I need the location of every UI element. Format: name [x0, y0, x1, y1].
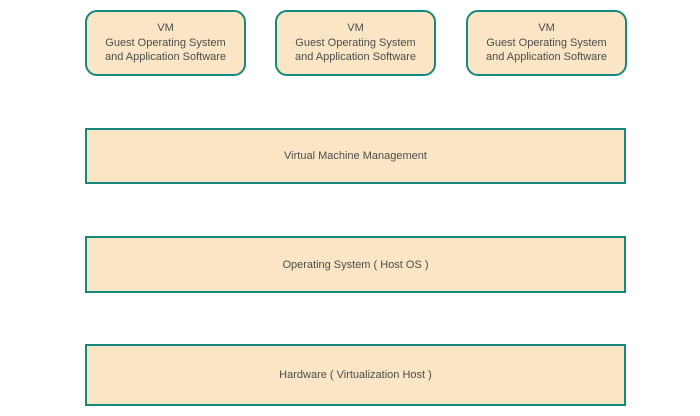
vm-box-3-line3: and Application Software: [485, 51, 608, 64]
layer-hardware: Hardware ( Virtualization Host ): [85, 344, 626, 406]
layer-host-os: Operating System ( Host OS ): [85, 236, 626, 293]
layer-virtual-machine-management-label: Virtual Machine Management: [284, 150, 427, 162]
layer-host-os-label: Operating System ( Host OS ): [282, 258, 429, 271]
vm-box-3: VM Guest Operating System and Applicatio…: [466, 10, 627, 76]
vm-box-1-line2: Guest Operating System: [105, 36, 226, 49]
vm-box-1: VM Guest Operating System and Applicatio…: [85, 10, 246, 76]
vm-box-3-line2: Guest Operating System: [486, 36, 607, 49]
layer-hardware-label: Hardware ( Virtualization Host ): [279, 369, 432, 381]
vm-box-1-line3: and Application Software: [104, 51, 227, 64]
vm-box-1-title: VM: [157, 22, 174, 35]
vm-box-2: VM Guest Operating System and Applicatio…: [275, 10, 436, 76]
vm-box-3-title: VM: [538, 22, 555, 35]
vm-box-2-line3: and Application Software: [294, 51, 417, 64]
vm-box-2-title: VM: [347, 22, 364, 35]
layer-virtual-machine-management: Virtual Machine Management: [85, 128, 626, 184]
vm-box-2-line2: Guest Operating System: [295, 36, 416, 49]
